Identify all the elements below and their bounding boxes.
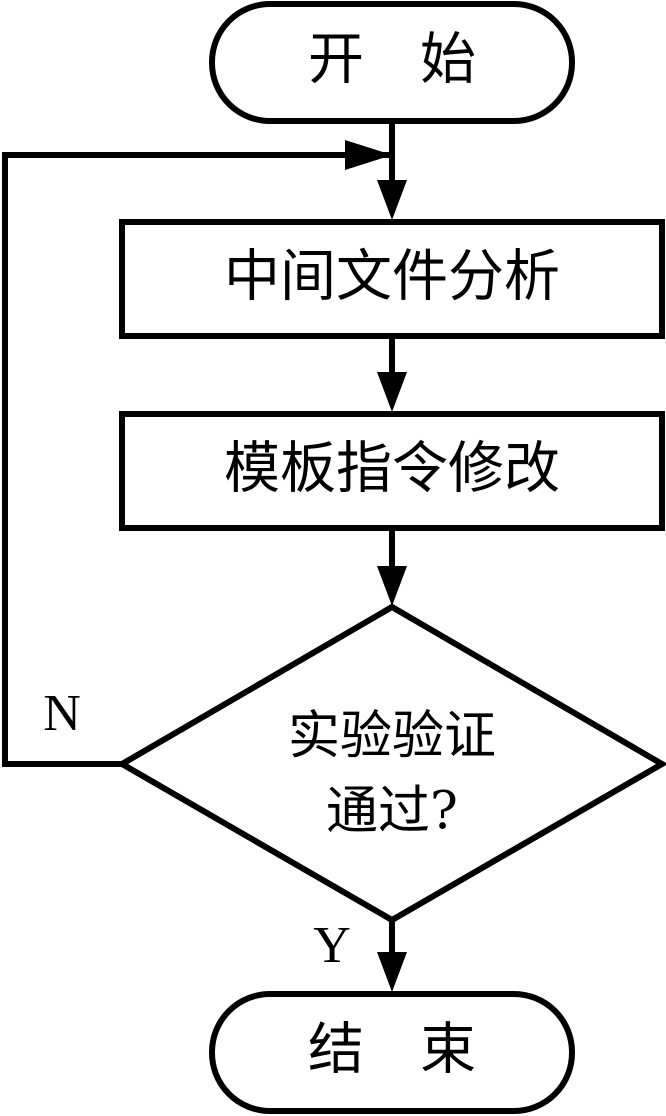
edge-modify-to-decision (377, 528, 407, 606)
arrowhead-icon (377, 952, 407, 992)
end-node: 结 束 (209, 991, 575, 1114)
decision-label-line1: 实验验证 (288, 707, 496, 767)
edge-decision-yes-to-end: Y (313, 917, 407, 992)
modify-node: 模板指令修改 (119, 411, 665, 531)
start-label: 开 始 (308, 28, 476, 93)
arrowhead-icon (377, 566, 407, 606)
modify-label: 模板指令修改 (224, 437, 560, 502)
analyze-node: 中间文件分析 (119, 219, 665, 339)
end-label: 结 束 (308, 1018, 476, 1083)
edge-decision-no-loop: N (2, 152, 392, 767)
decision-node: 实验验证 通过? (116, 603, 666, 924)
start-node: 开 始 (209, 1, 575, 124)
edge-start-to-analyze (377, 121, 407, 220)
decision-label-line2: 通过? (326, 782, 458, 842)
analyze-label: 中间文件分析 (224, 245, 560, 310)
yes-branch-label: Y (313, 917, 351, 974)
edge-analyze-to-modify (377, 336, 407, 412)
arrowhead-icon (377, 180, 407, 220)
no-branch-label: N (43, 685, 81, 742)
end-terminal-shape (209, 991, 575, 1114)
arrowhead-icon (377, 372, 407, 412)
